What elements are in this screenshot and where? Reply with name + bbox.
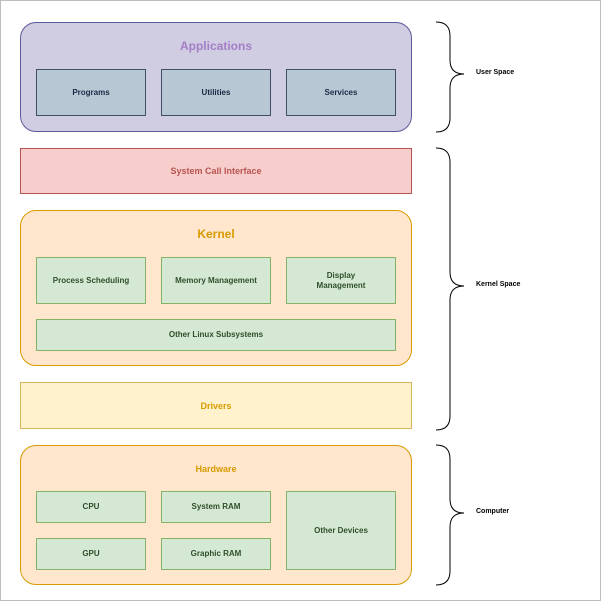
display-management-box: Display Management bbox=[286, 257, 396, 304]
user-space-brace bbox=[435, 21, 465, 133]
applications-title: Applications bbox=[179, 39, 252, 53]
other-devices-box: Other Devices bbox=[286, 491, 396, 570]
system-ram-box: System RAM bbox=[161, 491, 271, 523]
kernel-space-label: Kernel Space bbox=[476, 281, 521, 288]
programs-box: Programs bbox=[36, 69, 146, 116]
system-call-interface-layer: System Call Interface bbox=[20, 148, 412, 194]
memory-management-box: Memory Management bbox=[161, 257, 271, 304]
process-scheduling-box: Process Scheduling bbox=[36, 257, 146, 304]
kernel-title: Kernel bbox=[197, 227, 235, 241]
utilities-box: Utilities bbox=[161, 69, 271, 116]
user-space-label: User Space bbox=[476, 69, 515, 76]
gpu-box: GPU bbox=[36, 538, 146, 570]
computer-brace bbox=[435, 444, 465, 586]
other-linux-subsystems-box: Other Linux Subsystems bbox=[36, 319, 396, 351]
services-box: Services bbox=[286, 69, 396, 116]
computer-label: Computer bbox=[476, 508, 510, 515]
graphic-ram-box: Graphic RAM bbox=[161, 538, 271, 570]
hardware-title: Hardware bbox=[195, 464, 237, 474]
kernel-space-brace bbox=[435, 147, 465, 431]
drivers-layer: Drivers bbox=[20, 382, 412, 429]
cpu-box: CPU bbox=[36, 491, 146, 523]
